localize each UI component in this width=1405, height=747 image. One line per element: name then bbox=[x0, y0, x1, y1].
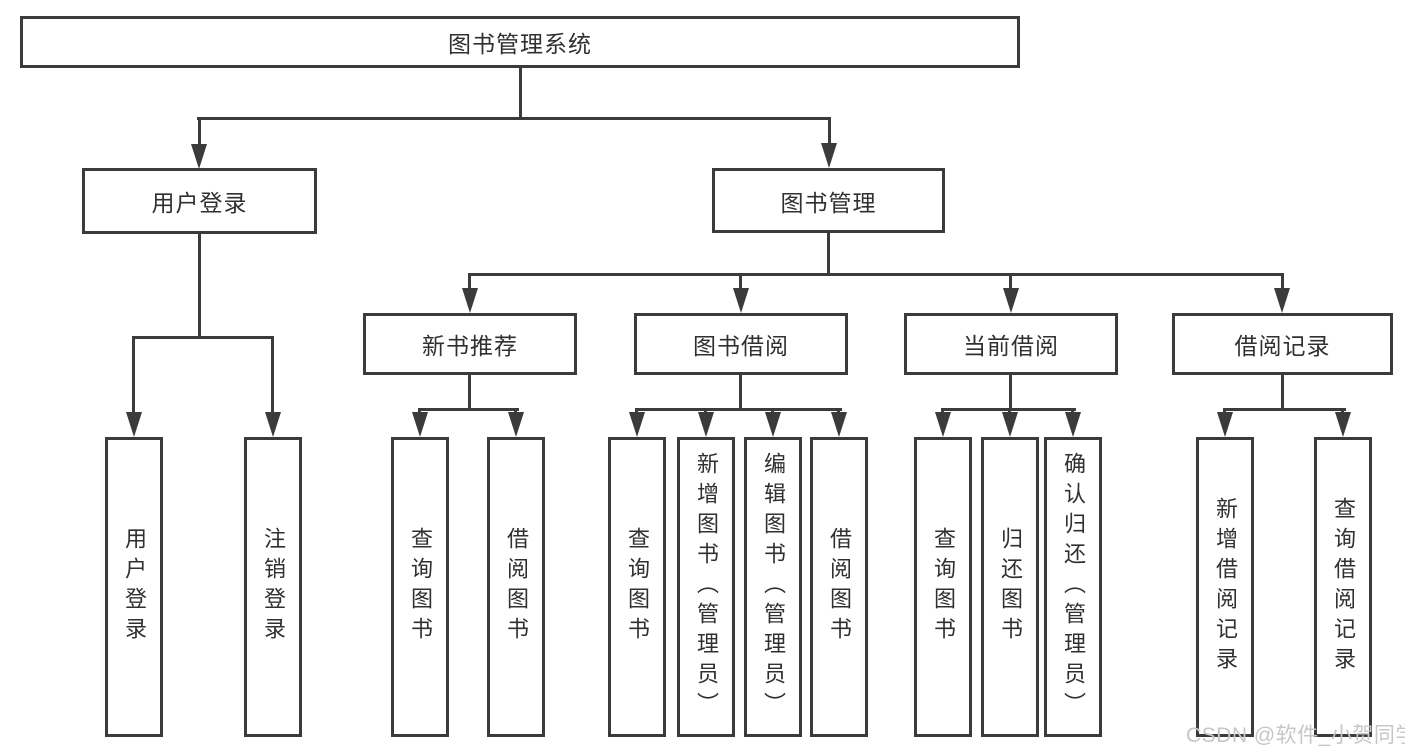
leaf-label: 注销登录 bbox=[261, 527, 286, 647]
leaf-query-books-recommend: 查询图书 bbox=[391, 437, 449, 737]
arrowhead-down-icon bbox=[1003, 288, 1019, 313]
connector-line bbox=[132, 336, 135, 414]
arrowhead-down-icon bbox=[1335, 412, 1351, 437]
arrowhead-down-icon bbox=[126, 412, 142, 437]
node-label: 图书管理 bbox=[780, 189, 877, 216]
connector-line bbox=[519, 68, 522, 117]
arrowhead-down-icon bbox=[1002, 412, 1018, 437]
node-label: 图书管理系统 bbox=[448, 31, 592, 57]
arrowhead-down-icon bbox=[462, 288, 478, 313]
leaf-label: 查询图书 bbox=[931, 527, 956, 647]
leaf-label: 借阅图书 bbox=[827, 527, 852, 647]
arrowhead-down-icon bbox=[733, 288, 749, 313]
node-library-management-system: 图书管理系统 bbox=[20, 16, 1020, 68]
connector-line bbox=[635, 408, 842, 411]
connector-line bbox=[468, 273, 1284, 276]
node-new-book-recommendation: 新书推荐 bbox=[363, 313, 577, 375]
node-current-borrowing: 当前借阅 bbox=[904, 313, 1118, 375]
node-book-borrowing: 图书借阅 bbox=[634, 313, 848, 375]
leaf-label: 确认归还（管理员） bbox=[1061, 452, 1086, 722]
leaf-query-borrow-record: 查询借阅记录 bbox=[1314, 437, 1372, 737]
arrowhead-down-icon bbox=[191, 144, 207, 169]
node-book-management: 图书管理 bbox=[712, 168, 945, 233]
leaf-label: 新增图书（管理员） bbox=[694, 452, 719, 722]
connector-line bbox=[1281, 273, 1284, 291]
node-label: 图书借阅 bbox=[693, 333, 789, 359]
arrowhead-down-icon bbox=[265, 412, 281, 437]
node-label: 新书推荐 bbox=[422, 333, 518, 359]
arrowhead-down-icon bbox=[831, 412, 847, 437]
leaf-query-books-borrowing: 查询图书 bbox=[608, 437, 666, 737]
connector-line bbox=[468, 273, 471, 291]
leaf-label: 查询图书 bbox=[625, 527, 650, 647]
leaf-borrow-books: 借阅图书 bbox=[810, 437, 868, 737]
arrowhead-down-icon bbox=[1065, 412, 1081, 437]
leaf-add-books-admin: 新增图书（管理员） bbox=[677, 437, 735, 737]
node-label: 借阅记录 bbox=[1234, 333, 1331, 359]
arrowhead-down-icon bbox=[765, 412, 781, 437]
arrowhead-down-icon bbox=[1217, 412, 1233, 437]
leaf-label: 编辑图书（管理员） bbox=[761, 452, 786, 722]
arrowhead-down-icon bbox=[698, 412, 714, 437]
connector-line bbox=[1009, 273, 1012, 291]
leaf-label: 新增借阅记录 bbox=[1213, 497, 1238, 677]
leaf-label: 借阅图书 bbox=[504, 527, 529, 647]
connector-line bbox=[418, 408, 519, 411]
leaf-label: 查询借阅记录 bbox=[1331, 497, 1356, 677]
node-label: 当前借阅 bbox=[963, 333, 1059, 359]
leaf-return-books: 归还图书 bbox=[981, 437, 1039, 737]
node-label: 用户登录 bbox=[151, 190, 248, 216]
arrowhead-down-icon bbox=[935, 412, 951, 437]
node-user-login: 用户登录 bbox=[82, 168, 317, 234]
leaf-confirm-return-admin: 确认归还（管理员） bbox=[1044, 437, 1102, 737]
leaf-query-books-current: 查询图书 bbox=[914, 437, 972, 737]
arrowhead-down-icon bbox=[1274, 288, 1290, 313]
leaf-edit-books-admin: 编辑图书（管理员） bbox=[744, 437, 802, 737]
leaf-logout: 注销登录 bbox=[244, 437, 302, 737]
connector-line bbox=[739, 273, 742, 291]
leaf-label: 归还图书 bbox=[998, 527, 1023, 647]
leaf-label: 查询图书 bbox=[408, 527, 433, 647]
leaf-add-borrow-record: 新增借阅记录 bbox=[1196, 437, 1254, 737]
leaf-borrow-books-recommend: 借阅图书 bbox=[487, 437, 545, 737]
connector-line bbox=[197, 117, 831, 120]
arrowhead-down-icon bbox=[508, 412, 524, 437]
node-borrowing-records: 借阅记录 bbox=[1172, 313, 1393, 375]
connector-line bbox=[1009, 375, 1012, 411]
connector-line bbox=[132, 336, 274, 339]
connector-line bbox=[1223, 408, 1346, 411]
connector-line bbox=[468, 375, 471, 411]
csdn-watermark: CSDN @软件_小贺同学 bbox=[1186, 724, 1405, 747]
connector-line bbox=[827, 233, 830, 276]
connector-line bbox=[828, 117, 831, 146]
connector-line bbox=[1281, 375, 1284, 411]
connector-line bbox=[271, 336, 274, 414]
connector-line bbox=[198, 117, 201, 147]
leaf-label: 用户登录 bbox=[122, 527, 147, 647]
connector-line bbox=[739, 375, 742, 411]
arrowhead-down-icon bbox=[821, 143, 837, 168]
connector-line bbox=[198, 234, 201, 336]
arrowhead-down-icon bbox=[629, 412, 645, 437]
leaf-user-login: 用户登录 bbox=[105, 437, 163, 737]
arrowhead-down-icon bbox=[412, 412, 428, 437]
